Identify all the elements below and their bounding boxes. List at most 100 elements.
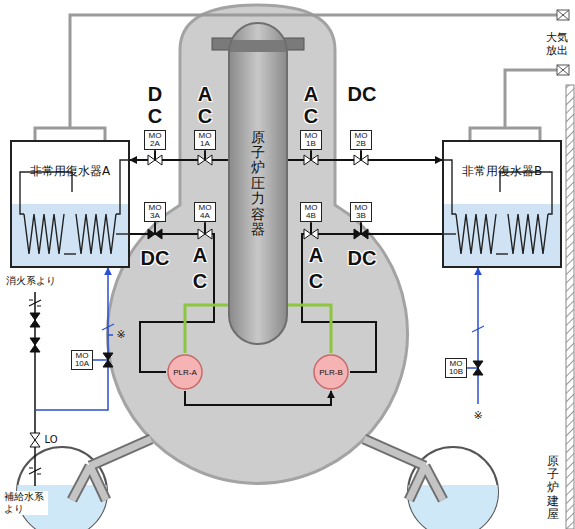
valve-id: MO 1A (196, 132, 214, 149)
status-letter: A (304, 84, 318, 104)
annotation: ※ (116, 328, 125, 341)
valve-closed (30, 338, 40, 352)
makeup-line (35, 335, 113, 410)
valve-open (148, 155, 162, 165)
valve-id: MO 4A (196, 204, 214, 221)
steam-pipe (302, 222, 376, 372)
suppression-chamber (17, 439, 498, 529)
coil-pipe (496, 253, 508, 254)
status-letter: C (193, 271, 207, 291)
check-valve (29, 468, 41, 474)
valve-tag: MO 3B (350, 202, 372, 223)
vent-cross (557, 10, 569, 20)
coil-pipe (444, 160, 456, 214)
status-letter: DC (348, 84, 377, 104)
pump-body (314, 355, 348, 389)
status-letter: C (304, 106, 318, 126)
annotation: 大気放出 (545, 31, 569, 57)
valve-id: MO 2B (352, 132, 370, 149)
pool-water (12, 204, 128, 266)
steam-pipe (361, 150, 442, 160)
valve-locked-open (30, 433, 40, 447)
status-letter: C (309, 271, 323, 291)
vent-cross (557, 65, 569, 75)
valve-id: MO 1B (302, 132, 320, 149)
heat-exchanger-coil (24, 214, 64, 254)
valve-tag: MO 10B (445, 358, 467, 379)
valve-tag: MO 1A (194, 130, 216, 151)
valve-open (304, 229, 318, 239)
check-valve (29, 300, 41, 306)
valve-open (304, 155, 318, 165)
steam-pipe (185, 391, 331, 405)
status-letter: A (198, 84, 212, 104)
status-letter: C (198, 106, 212, 126)
component-name: 非常用復水器B (444, 142, 560, 178)
pump-body (168, 355, 202, 389)
condenser-interior (444, 142, 560, 266)
valve-closed (354, 229, 368, 239)
valve-id: MO 3B (352, 204, 370, 221)
valve-open (354, 155, 368, 165)
pool-water (444, 204, 560, 266)
condenser-tank: 非常用復水器A (10, 140, 130, 268)
annotation: 消火系より (5, 275, 57, 287)
vent-pipe (364, 439, 443, 500)
valve-tag: MO 1B (300, 130, 322, 151)
heat-exchanger-coil (508, 214, 548, 254)
building-wall (566, 85, 574, 529)
coil-pipe (500, 172, 552, 214)
status-letter: A (309, 245, 323, 265)
recirc-pipe (288, 305, 331, 353)
coil-pipe (116, 233, 128, 234)
valve-closed (148, 229, 162, 239)
vent-line (470, 70, 557, 140)
status-letter: D (148, 84, 162, 104)
valve-tag: MO 10A (71, 350, 93, 371)
heat-exchanger-coil (76, 214, 116, 254)
annotation: ※ (473, 409, 482, 422)
coil-pipe (444, 233, 456, 234)
pressure-vessel: 原子炉圧力容器 (228, 22, 288, 345)
status-letter: DC (348, 248, 377, 268)
recirc-pump: PLR-A (166, 353, 204, 391)
condenser-tank: 非常用復水器B (442, 140, 562, 268)
valve-id: MO 2A (146, 132, 164, 149)
valve-tag: MO 3A (144, 202, 166, 223)
heat-exchanger-coil (456, 214, 496, 254)
valve-tag: MO 2B (350, 130, 372, 151)
valve-id: MO 4B (302, 204, 320, 221)
pump-name: PLR-A (173, 368, 197, 377)
valve-open (198, 155, 212, 165)
makeup-pipe (93, 268, 108, 360)
annotation: LO (43, 434, 58, 446)
coil-pipe (116, 160, 128, 214)
makeup-pipe (467, 268, 478, 368)
condenser-interior (12, 142, 128, 266)
vent-box (557, 65, 569, 75)
vent-pipe (72, 439, 151, 500)
pool-water (408, 485, 498, 529)
status-letter: DC (141, 248, 170, 268)
valve-closed (30, 313, 40, 327)
steam-pipe (140, 222, 214, 372)
valve-tag: MO 4A (194, 202, 216, 223)
pump-name: PLR-B (319, 368, 343, 377)
steam-pipe (361, 222, 442, 234)
containment-vessel (108, 5, 408, 483)
valve-closed (103, 353, 113, 367)
vent-box (557, 10, 569, 20)
valve-id: MO 10A (73, 352, 91, 369)
vent-pipe (364, 439, 443, 500)
annotation: 原子炉建屋 (547, 455, 559, 521)
valve-tag: MO 2A (144, 130, 166, 151)
valve-closed (473, 361, 483, 375)
annotation: 補給水系より (4, 491, 48, 515)
coil-pipe (20, 172, 72, 214)
status-letter: C (148, 106, 162, 126)
recirc-pump: PLR-B (312, 353, 350, 391)
valve-tag: MO 4B (300, 202, 322, 223)
valve-id: MO 10B (447, 360, 465, 377)
